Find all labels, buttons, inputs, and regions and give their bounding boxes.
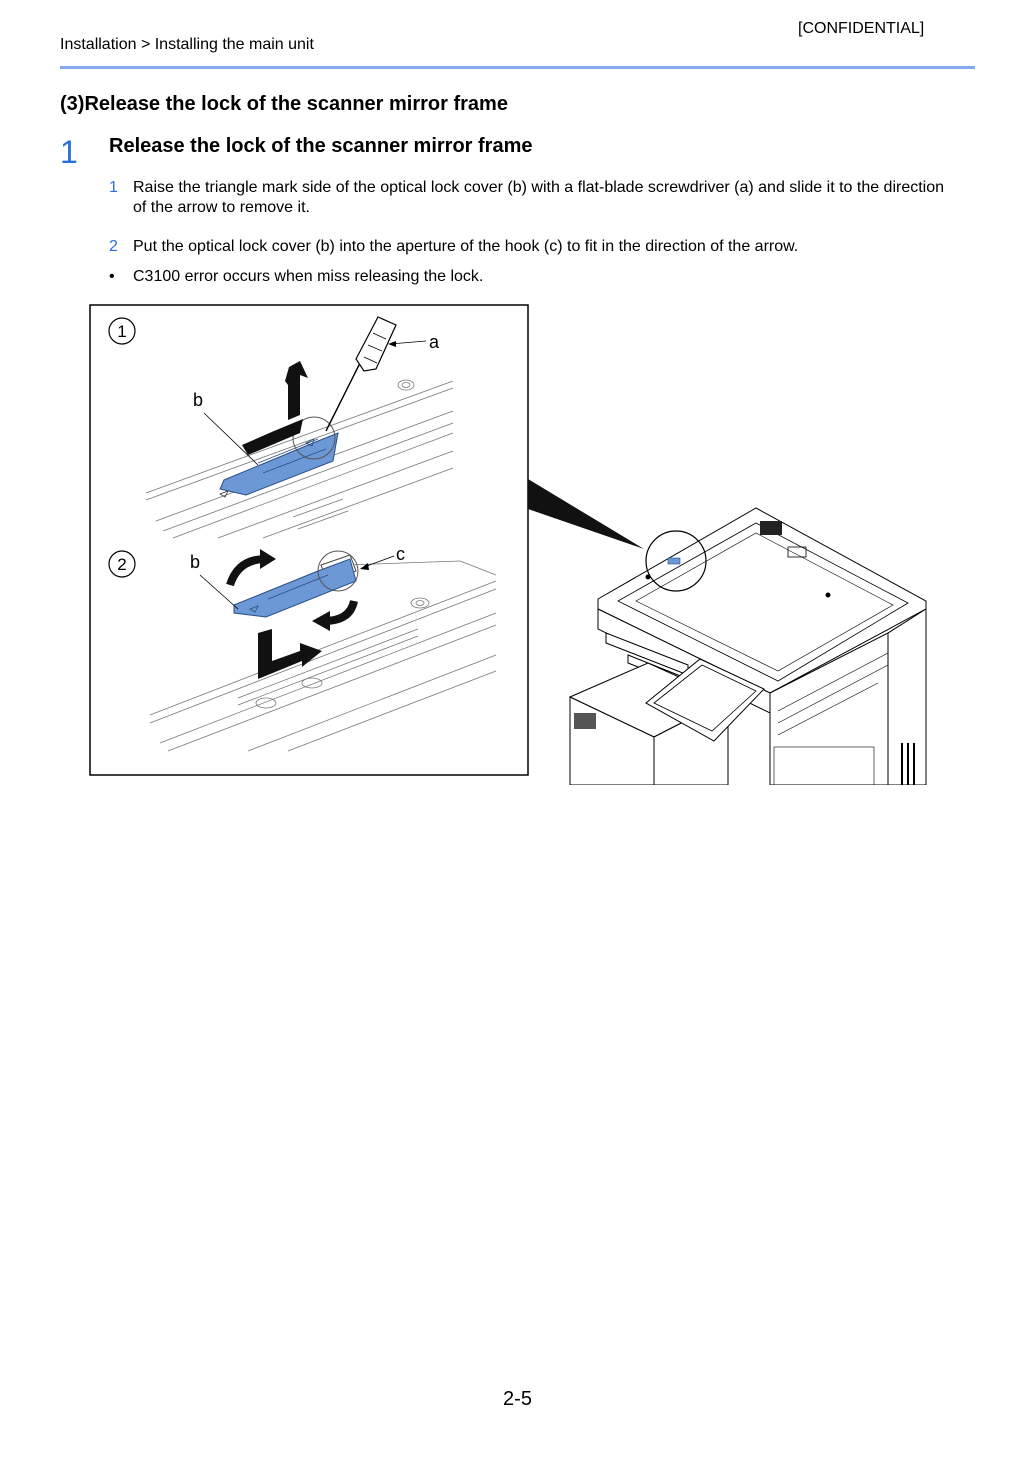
note-text: C3100 error occurs when miss releasing t… <box>133 268 484 285</box>
slide-arrow-icon <box>242 419 303 455</box>
label-b: b <box>193 390 203 410</box>
section-title: (3)Release the lock of the scanner mirro… <box>60 93 508 115</box>
illustration-frame <box>89 304 529 776</box>
screw-hole <box>397 379 415 391</box>
panel-1-marker: 1 <box>117 322 126 341</box>
substep-number: 2 <box>109 238 118 255</box>
scanner-lock-illustration: 1 <box>89 304 927 785</box>
panel-2-marker-circle <box>108 550 136 578</box>
panel-2: 2 b c <box>108 544 497 752</box>
bullet-mark: • <box>109 268 115 285</box>
breadcrumb: Installation > Installing the main unit <box>60 36 314 53</box>
label-c: c <box>396 544 405 564</box>
up-arrow-icon <box>285 361 308 420</box>
substep-text: Put the optical lock cover (b) into the … <box>133 238 799 255</box>
mfp-machine <box>568 507 927 785</box>
substep-number: 1 <box>109 179 118 196</box>
header-divider <box>60 66 975 69</box>
panel-1-marker-circle <box>108 317 136 345</box>
screwdriver-icon <box>325 316 397 432</box>
push-arrow-icon <box>258 629 322 679</box>
step-number: 1 <box>60 134 78 170</box>
triangle-mark <box>219 490 229 498</box>
lock-location-circle <box>645 530 707 592</box>
label-b: b <box>190 552 200 572</box>
callout-wedge <box>528 479 644 549</box>
panel-1-rails <box>145 380 454 539</box>
triangle-mark <box>305 438 315 447</box>
panel-2-marker: 2 <box>117 555 126 574</box>
substep-text: Raise the triangle mark side of the opti… <box>133 179 945 216</box>
detail-circle <box>292 416 336 460</box>
panel-2-rails <box>149 560 497 752</box>
detail-circle <box>317 550 359 592</box>
step-title: Release the lock of the scanner mirror f… <box>109 135 533 157</box>
panel-1: 1 <box>108 316 454 539</box>
page-number: 2-5 <box>503 1388 532 1410</box>
confidential-label: [CONFIDENTIAL] <box>798 20 925 37</box>
label-a: a <box>429 332 440 352</box>
